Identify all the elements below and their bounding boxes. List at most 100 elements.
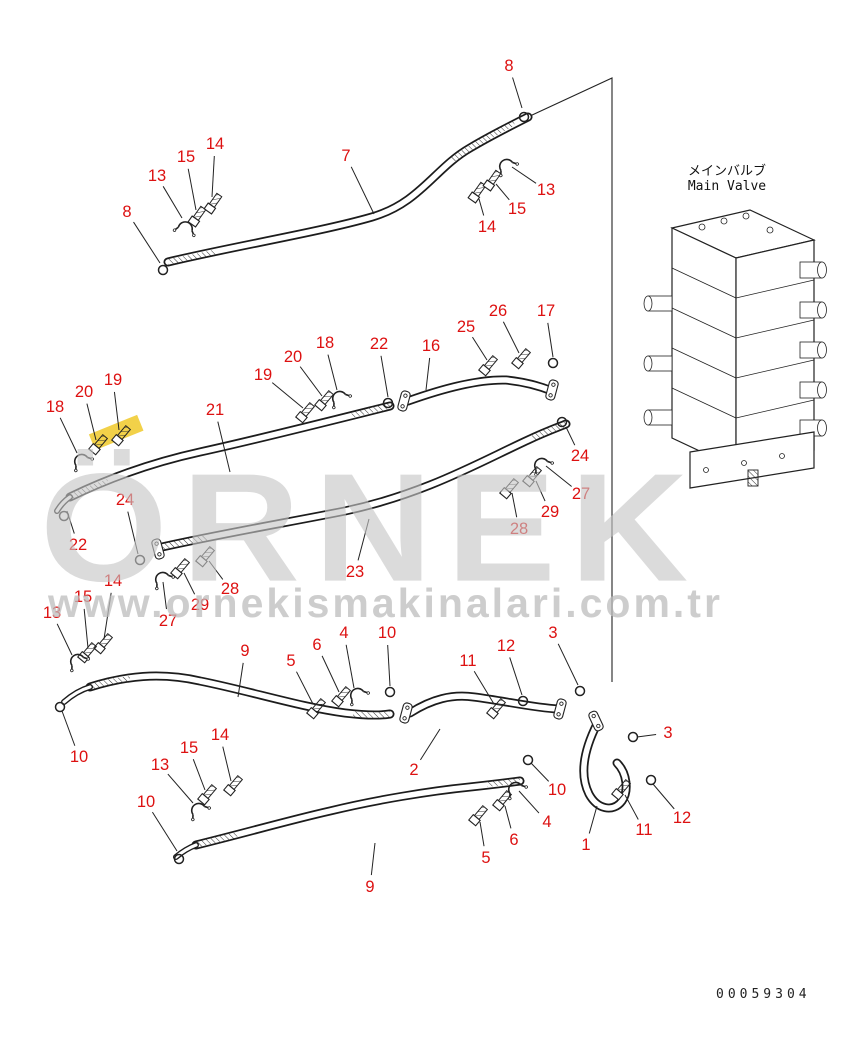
- leader-line: [321, 655, 340, 693]
- leader-line: [518, 790, 540, 814]
- leader-line: [530, 762, 550, 782]
- leader-line: [133, 221, 161, 264]
- callout-label: 2: [409, 761, 418, 779]
- leader-line: [271, 382, 304, 409]
- callout-label: 19: [104, 371, 122, 389]
- leader-line: [66, 510, 75, 534]
- leader-line: [208, 560, 224, 580]
- leader-line: [502, 321, 520, 354]
- callout-label: 1: [581, 836, 590, 854]
- callout-label: 20: [75, 383, 93, 401]
- hose-9-middle: [61, 671, 395, 720]
- callout-label: 6: [509, 831, 518, 849]
- leader-line: [380, 355, 389, 398]
- leader-line: [547, 322, 554, 358]
- leader-line: [545, 465, 572, 487]
- leader-line: [350, 166, 375, 215]
- hose-16: [403, 375, 557, 406]
- leader-line: [511, 166, 537, 184]
- callout-label: 10: [137, 793, 155, 811]
- leader-line: [103, 592, 112, 640]
- callout-label: 10: [70, 748, 88, 766]
- leader-line: [59, 417, 78, 454]
- leader-line: [511, 492, 518, 518]
- leader-line: [565, 426, 576, 446]
- main-valve-label-jp: メインバルブ: [687, 164, 766, 179]
- callout-label: 8: [504, 57, 513, 75]
- callout-label: 12: [673, 809, 691, 827]
- leader-line: [512, 77, 523, 109]
- callout-label: 13: [43, 604, 61, 622]
- leader-line: [345, 644, 355, 689]
- callout-label: 3: [663, 724, 672, 742]
- callout-label: 27: [572, 485, 590, 503]
- callout-label: 9: [365, 878, 374, 896]
- leader-line: [504, 805, 512, 829]
- callout-label: 19: [254, 366, 272, 384]
- callout-label: 10: [548, 781, 566, 799]
- leader-line: [187, 168, 197, 211]
- leader-lines: [56, 77, 675, 876]
- leader-line: [624, 794, 639, 820]
- leader-line: [387, 644, 391, 687]
- callout-label: 12: [497, 637, 515, 655]
- callout-label: 8: [122, 203, 131, 221]
- callout-label: 15: [180, 739, 198, 757]
- callout-label: 6: [312, 636, 321, 654]
- leader-line: [211, 155, 215, 198]
- leader-line: [192, 759, 206, 791]
- callout-label: 14: [478, 218, 496, 236]
- callout-label: 22: [69, 536, 87, 554]
- callout-label: 15: [74, 588, 92, 606]
- callout-label: 28: [510, 520, 528, 538]
- callout-label: 13: [151, 756, 169, 774]
- leader-line: [167, 773, 194, 804]
- callout-label: 23: [346, 563, 364, 581]
- main-valve-label-en: Main Valve: [687, 179, 767, 194]
- callout-label: 14: [104, 572, 122, 590]
- leader-line: [56, 623, 73, 656]
- callout-label: 7: [341, 147, 350, 165]
- callout-label: 24: [571, 447, 589, 465]
- callout-label: 21: [206, 401, 224, 419]
- callout-label: 29: [191, 596, 209, 614]
- callout-label: 25: [457, 318, 475, 336]
- leader-line: [535, 480, 546, 502]
- leader-line: [61, 710, 76, 746]
- leader-line: [299, 366, 323, 397]
- leader-line: [478, 198, 485, 216]
- hose-23: [157, 419, 571, 552]
- leader-line: [183, 572, 196, 595]
- leader-line: [588, 805, 598, 834]
- leader-line: [237, 662, 244, 698]
- callout-label: 11: [459, 652, 476, 670]
- callout-label: 20: [284, 348, 302, 366]
- leader-line: [370, 842, 376, 876]
- leader-line: [327, 354, 338, 391]
- leader-line: [113, 391, 120, 431]
- callout-label: 5: [481, 849, 490, 867]
- leader-line: [509, 657, 523, 696]
- callout-label: 28: [221, 580, 239, 598]
- leader-line: [217, 421, 231, 473]
- leader-line: [420, 728, 441, 761]
- callout-label: 4: [339, 624, 348, 642]
- callout-label: 13: [537, 181, 555, 199]
- leader-line: [162, 186, 183, 219]
- leader-line: [557, 643, 579, 686]
- callout-label: 27: [159, 612, 177, 630]
- callout-label: 15: [508, 200, 526, 218]
- leader-line: [636, 734, 657, 738]
- leader-line: [495, 183, 510, 201]
- callout-label: 10: [378, 624, 396, 642]
- callout-label: 4: [542, 813, 551, 831]
- leader-line: [357, 518, 370, 561]
- callout-label: 15: [177, 148, 195, 166]
- leader-line: [127, 511, 139, 555]
- callout-label: 3: [548, 624, 557, 642]
- leader-line: [473, 671, 495, 705]
- leader-line: [472, 336, 488, 361]
